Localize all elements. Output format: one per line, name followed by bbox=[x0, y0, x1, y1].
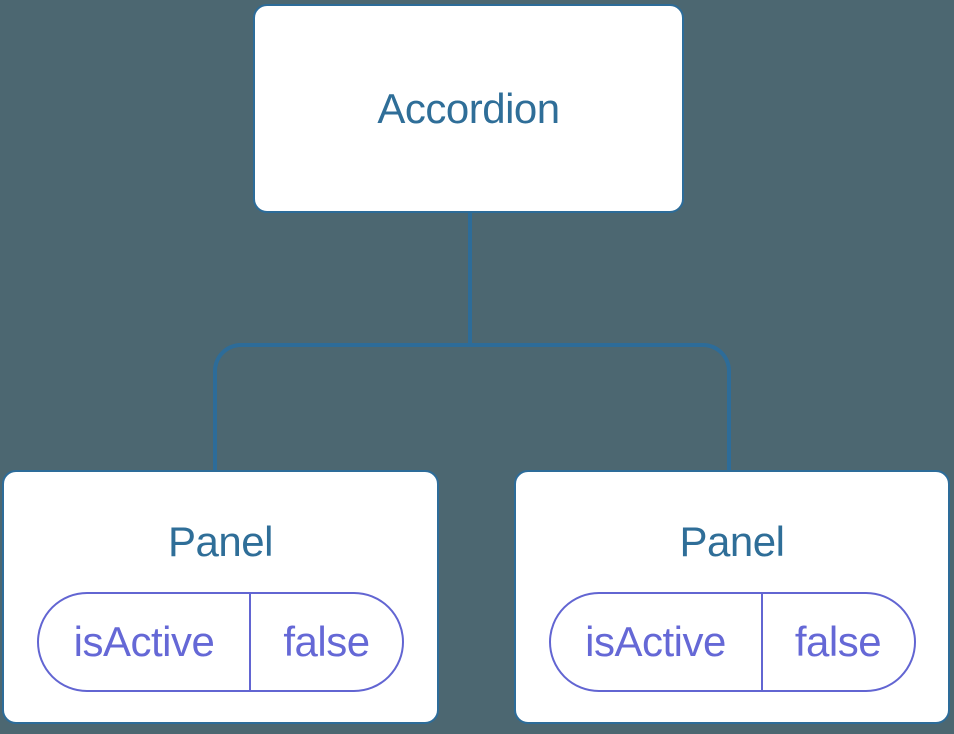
connector-bracket bbox=[213, 343, 731, 470]
prop-pill: isActive false bbox=[548, 592, 916, 692]
prop-value: false bbox=[794, 618, 882, 665]
component-node-accordion: Accordion bbox=[253, 4, 684, 213]
prop-value: false bbox=[283, 618, 370, 665]
component-node-panel-left: Panel isActive false bbox=[2, 470, 439, 724]
component-node-title: Panel bbox=[168, 518, 273, 565]
prop-pill: isActive false bbox=[37, 592, 404, 692]
component-node-panel-right: Panel isActive false bbox=[514, 470, 950, 724]
connector-line-vertical bbox=[468, 213, 472, 345]
prop-name: isActive bbox=[551, 594, 763, 690]
component-node-title: Accordion bbox=[377, 84, 560, 132]
component-node-title: Panel bbox=[679, 518, 785, 565]
prop-name: isActive bbox=[39, 594, 251, 690]
